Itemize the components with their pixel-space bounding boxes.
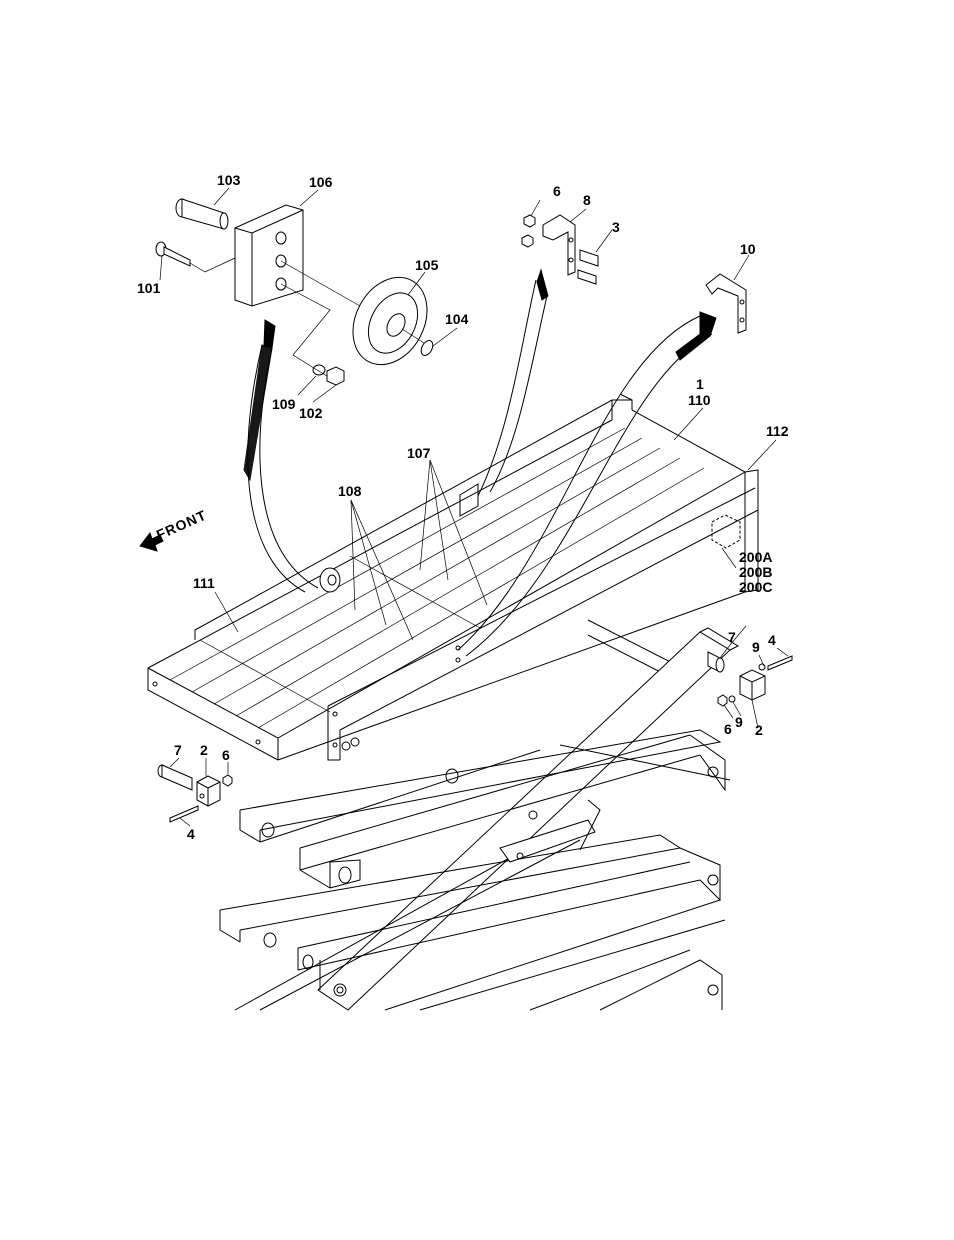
nut-6	[524, 215, 535, 227]
label-7-left: 7	[174, 743, 182, 757]
label-9-right-top: 9	[752, 640, 760, 654]
arrow-head-right	[700, 312, 716, 336]
nut-6-right	[718, 695, 727, 706]
nut-6-left	[223, 775, 232, 786]
nut-6b	[522, 235, 533, 247]
label-4-left: 4	[187, 827, 195, 841]
label-4-right: 4	[768, 633, 776, 647]
washer-9-right-b	[729, 696, 735, 702]
sheave-105	[338, 264, 441, 377]
flow-arrow-left-inner	[260, 348, 318, 588]
bolt-3	[578, 250, 598, 284]
label-112: 112	[766, 424, 789, 438]
label-101: 101	[137, 281, 160, 295]
label-105: 105	[415, 258, 438, 272]
pin-103	[176, 199, 228, 229]
label-3: 3	[612, 220, 620, 234]
bolt-4-left	[170, 806, 198, 822]
washer-9-right	[759, 664, 765, 670]
block-2-left	[197, 776, 220, 806]
label-108: 108	[338, 484, 361, 498]
label-6-top: 6	[553, 184, 561, 198]
leader-line	[190, 258, 235, 272]
label-110: 110	[688, 393, 711, 407]
leader-line	[281, 284, 330, 378]
washer-109	[313, 365, 325, 375]
pin-7-left	[158, 765, 192, 790]
label-2-left: 2	[200, 743, 208, 757]
label-103: 103	[217, 173, 240, 187]
label-6-left: 6	[222, 748, 230, 762]
label-107: 107	[407, 446, 430, 460]
scissor-stack	[220, 620, 738, 1010]
arrow-head-center	[537, 270, 548, 300]
block-2-right	[740, 670, 765, 700]
nut-102	[327, 367, 344, 385]
label-2-right: 2	[755, 723, 763, 737]
label-8: 8	[583, 193, 591, 207]
label-102: 102	[299, 406, 322, 420]
bracket-8	[543, 215, 575, 275]
label-111: 111	[193, 576, 215, 590]
label-10: 10	[740, 242, 756, 256]
label-9-right-bottom: 9	[735, 715, 743, 729]
label-1: 1	[696, 377, 704, 391]
idler-bracket-106	[235, 205, 303, 306]
bolt-4-right	[768, 656, 792, 670]
label-7-right: 7	[728, 630, 736, 644]
bolt-101	[156, 242, 190, 266]
label-106: 106	[309, 175, 332, 189]
label-6-right: 6	[724, 722, 732, 736]
label-200abc: 200A 200B 200C	[739, 550, 772, 595]
arrow-head-left	[264, 320, 275, 348]
label-104: 104	[445, 312, 468, 326]
label-109: 109	[272, 397, 295, 411]
